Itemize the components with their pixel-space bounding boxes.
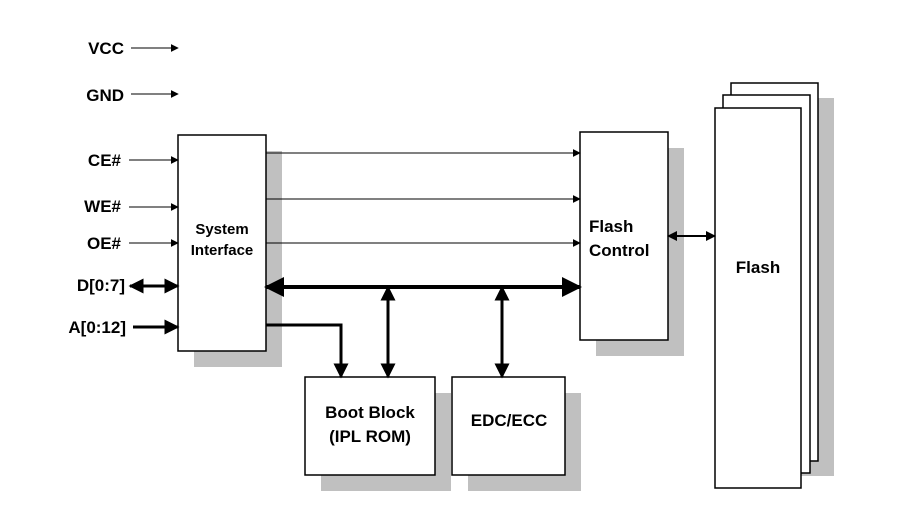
flash-control-label-line1: Flash [589,217,633,236]
boot-block [304,376,436,476]
we-label: WE# [84,197,121,216]
flash-control-block [579,131,669,341]
vcc-label: VCC [88,39,124,58]
flash-block [714,107,802,489]
flash-control-label-line2: Control [589,241,649,260]
boot-block-label-line1: Boot Block [325,403,415,422]
oe-label: OE# [87,234,122,253]
address-bus-label: A[0:12] [68,318,126,337]
data-bus-label: D[0:7] [77,276,125,295]
edc-ecc-label: EDC/ECC [471,411,548,430]
gnd-label: GND [86,86,124,105]
boot-block-label-line2: (IPL ROM) [329,427,411,446]
ce-label: CE# [88,151,122,170]
system-interface-label-line2: Interface [191,242,254,259]
system-interface-label-line1: System [195,221,248,238]
edc-ecc-block [451,376,566,476]
system-interface-block [177,134,267,352]
address-to-boot-block [266,323,349,379]
flash-label: Flash [736,258,780,277]
